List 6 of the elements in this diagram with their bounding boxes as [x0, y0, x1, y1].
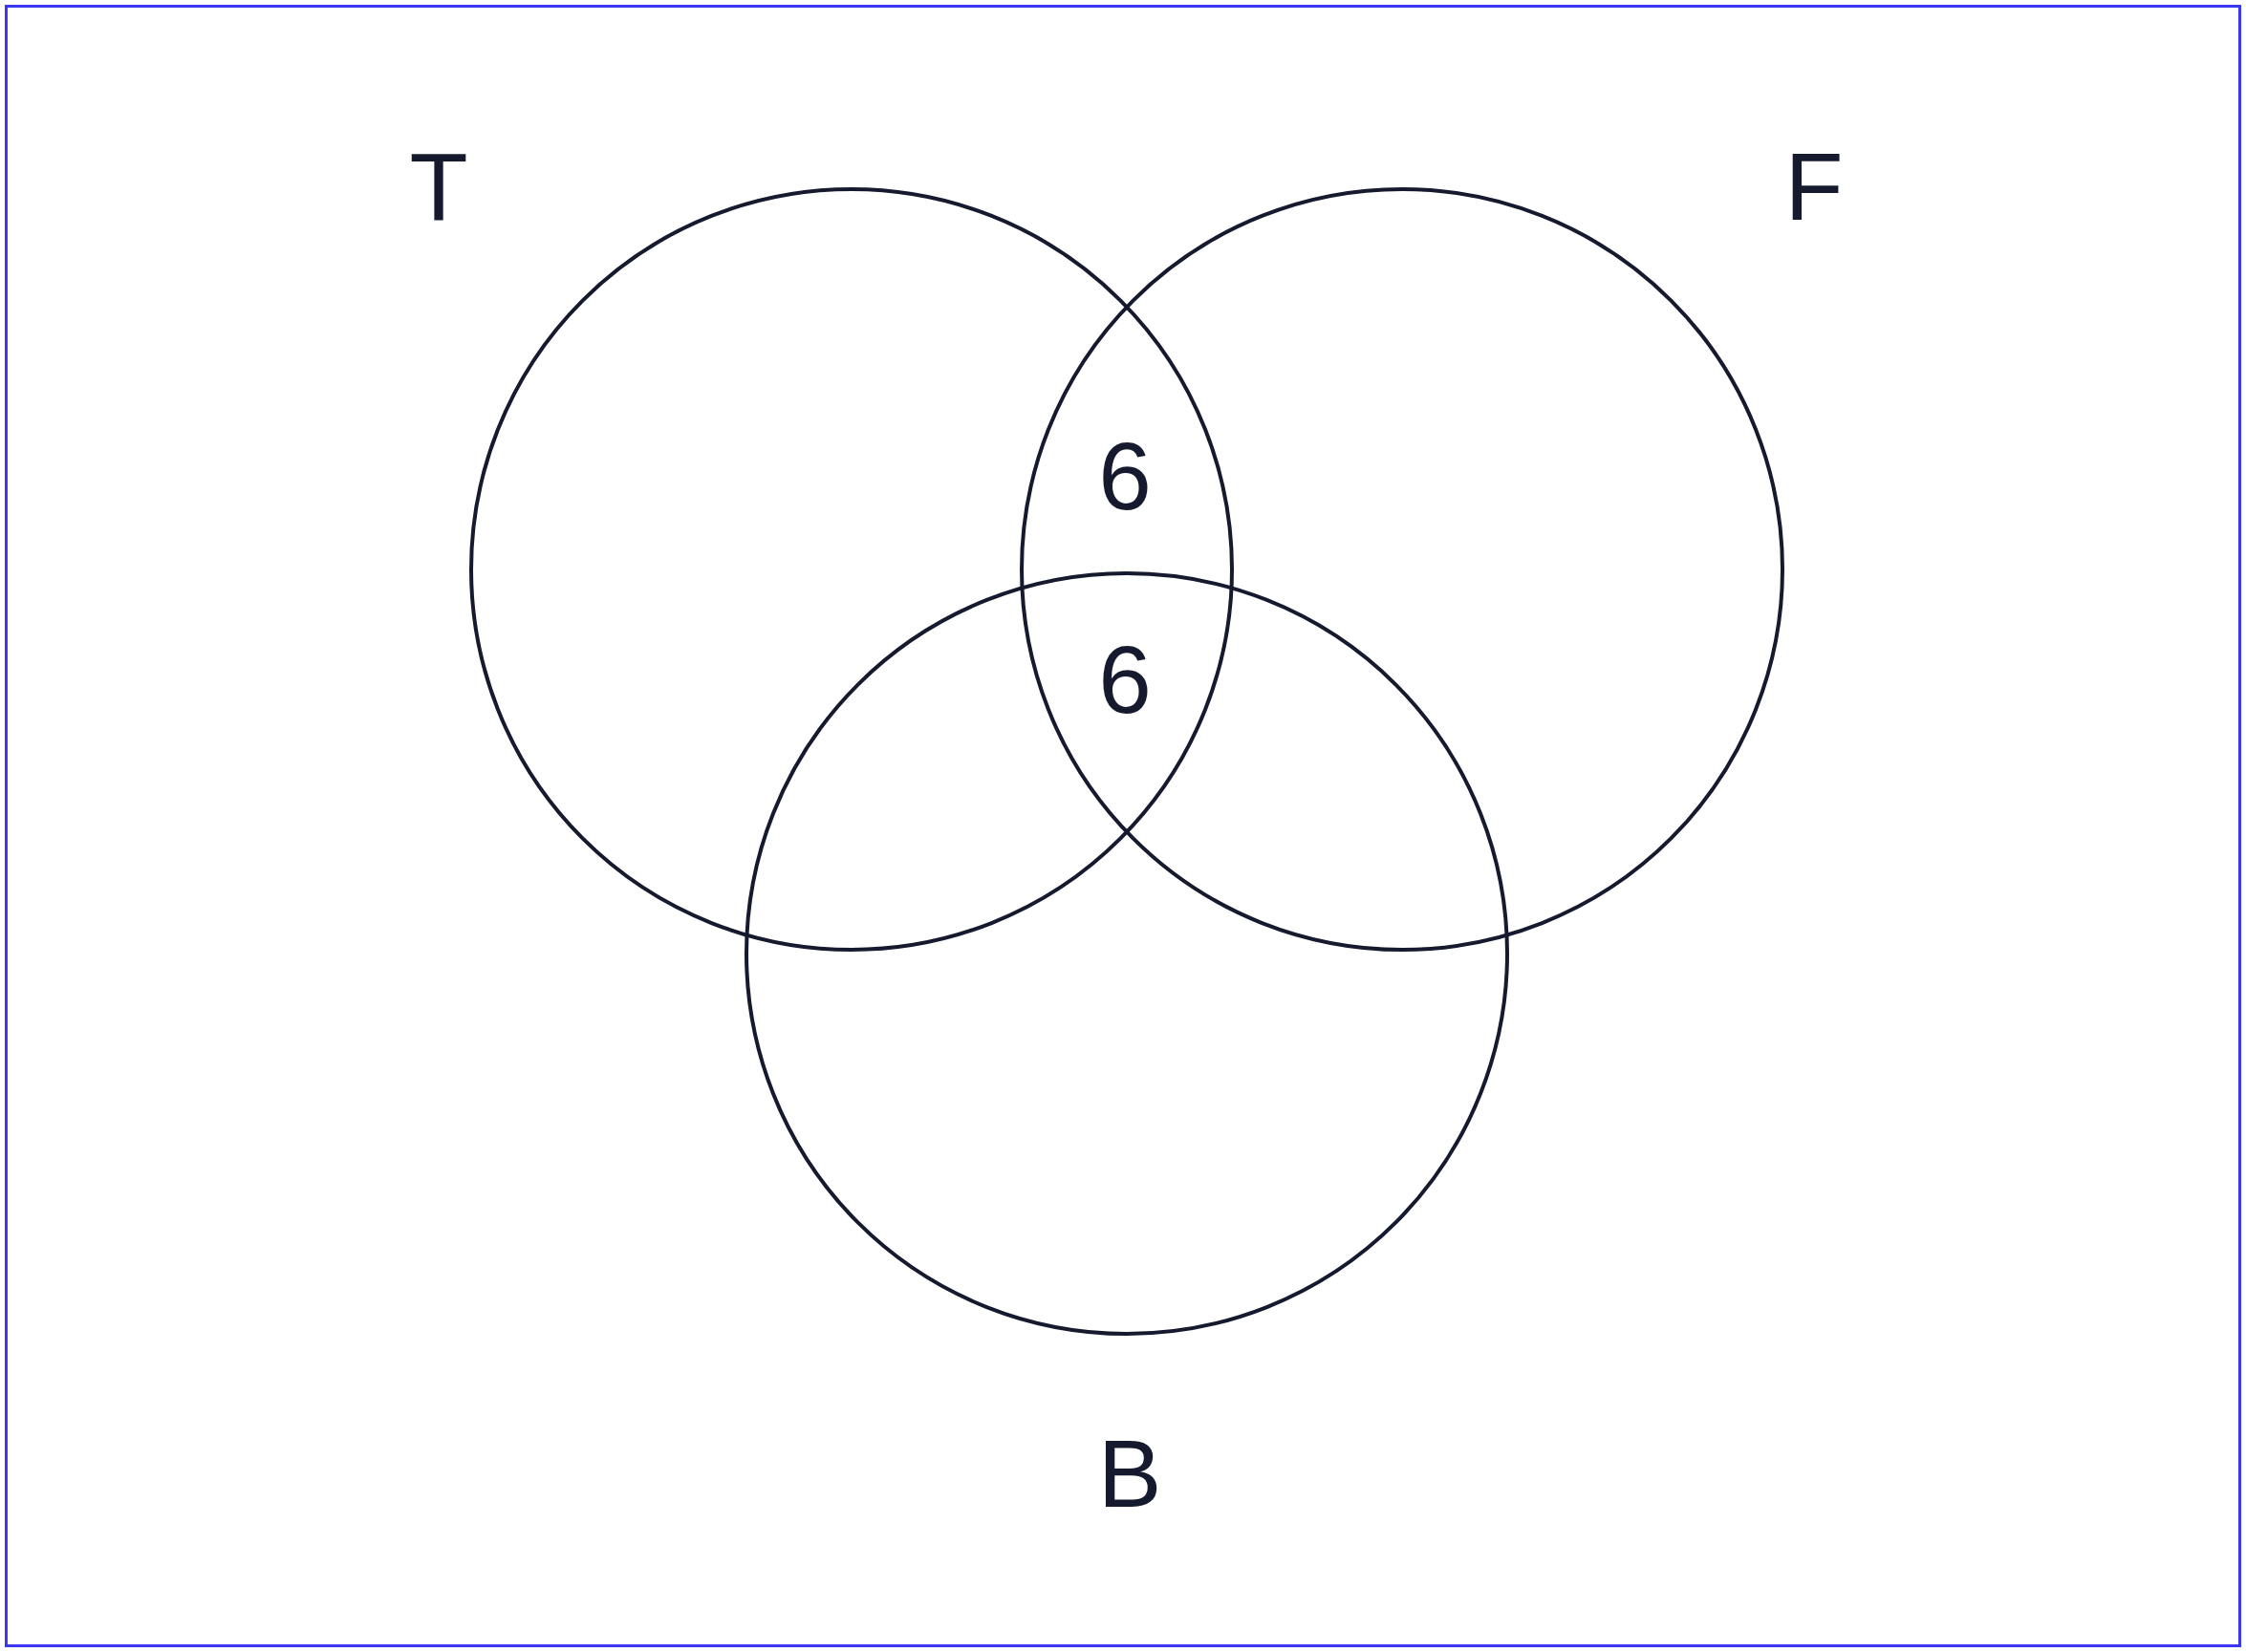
set-label: F — [1784, 139, 1844, 234]
frame-border — [5, 5, 2241, 1647]
set-label: T — [409, 139, 468, 234]
region-count: 6 — [1098, 428, 1152, 524]
set-label: B — [1097, 1426, 1162, 1521]
region-count: 6 — [1098, 632, 1152, 727]
